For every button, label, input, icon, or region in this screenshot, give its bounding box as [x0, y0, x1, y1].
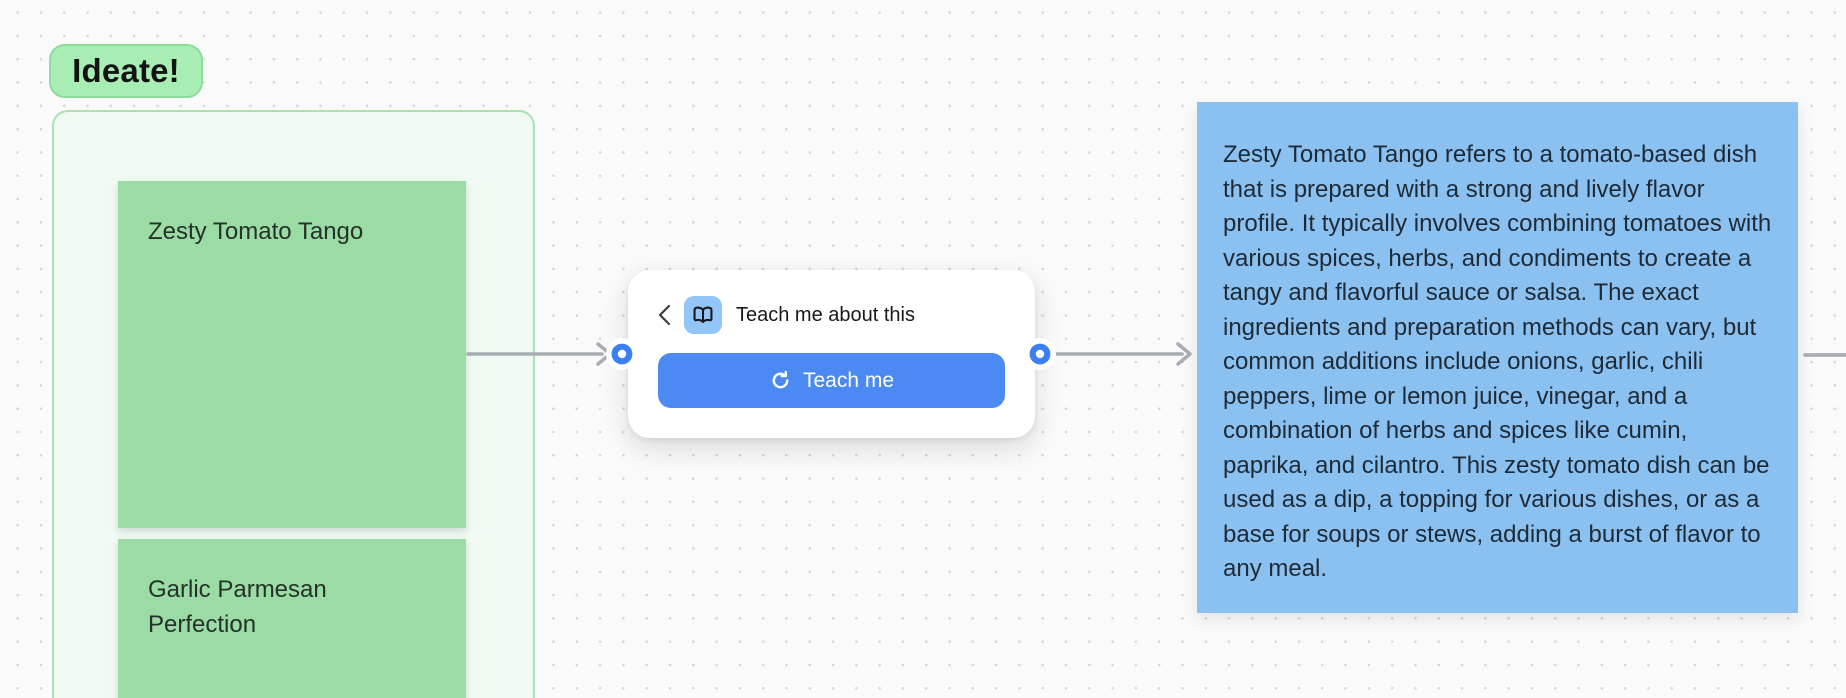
refresh-icon	[772, 370, 789, 389]
back-button[interactable]	[652, 301, 676, 329]
result-panel[interactable]: Zesty Tomato Tango refers to a tomato-ba…	[1197, 102, 1798, 613]
idea-card[interactable]: Garlic Parmesan Perfection	[118, 539, 466, 698]
prompt-card-header: Teach me about this	[628, 294, 1035, 336]
open-book-icon	[684, 296, 722, 334]
result-panel-text: Zesty Tomato Tango refers to a tomato-ba…	[1223, 141, 1772, 582]
idea-card-title: Garlic Parmesan Perfection	[148, 576, 327, 638]
prompt-card[interactable]: Teach me about this Teach me	[628, 270, 1035, 438]
teach-me-button[interactable]: Teach me	[658, 353, 1005, 408]
connector-prompt-to-result	[1051, 342, 1192, 366]
chevron-left-icon	[658, 304, 670, 326]
ideate-badge[interactable]: Ideate!	[49, 44, 203, 98]
teach-me-button-label: Teach me	[802, 368, 895, 392]
ideate-badge-label: Ideate!	[72, 52, 180, 89]
idea-card-title: Zesty Tomato Tango	[148, 218, 364, 245]
idea-card[interactable]: Zesty Tomato Tango	[118, 181, 466, 528]
prompt-card-title: Teach me about this	[736, 303, 915, 326]
